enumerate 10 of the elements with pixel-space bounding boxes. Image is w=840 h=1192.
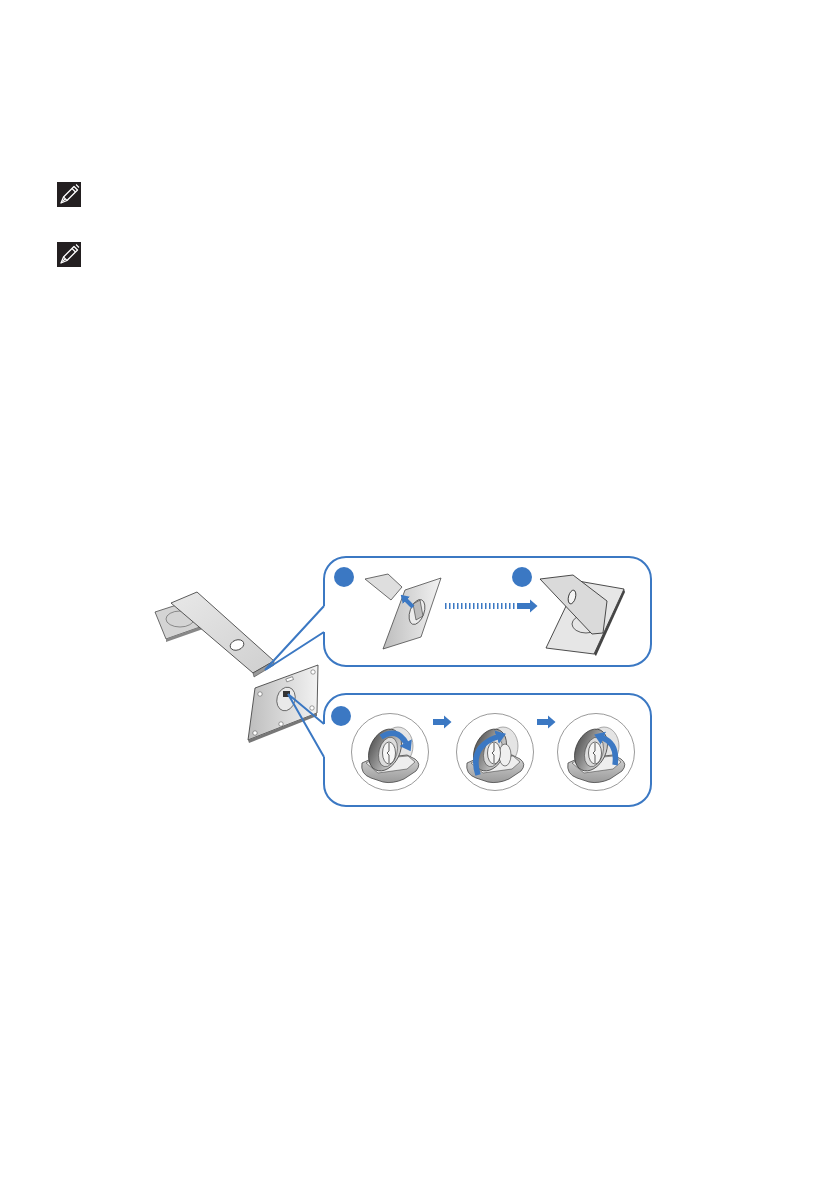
callout-panel [323,556,652,667]
callout-panel [323,693,652,807]
stand-insertion-drawing [363,573,443,651]
thumbscrew-drawing [456,713,534,791]
assembled-stand-drawing [539,574,626,657]
block-arrow [445,599,538,613]
thumbscrew-drawing [557,713,635,791]
block-arrow [537,715,556,729]
thumbscrew-drawing [351,713,429,791]
block-arrow [433,715,452,729]
